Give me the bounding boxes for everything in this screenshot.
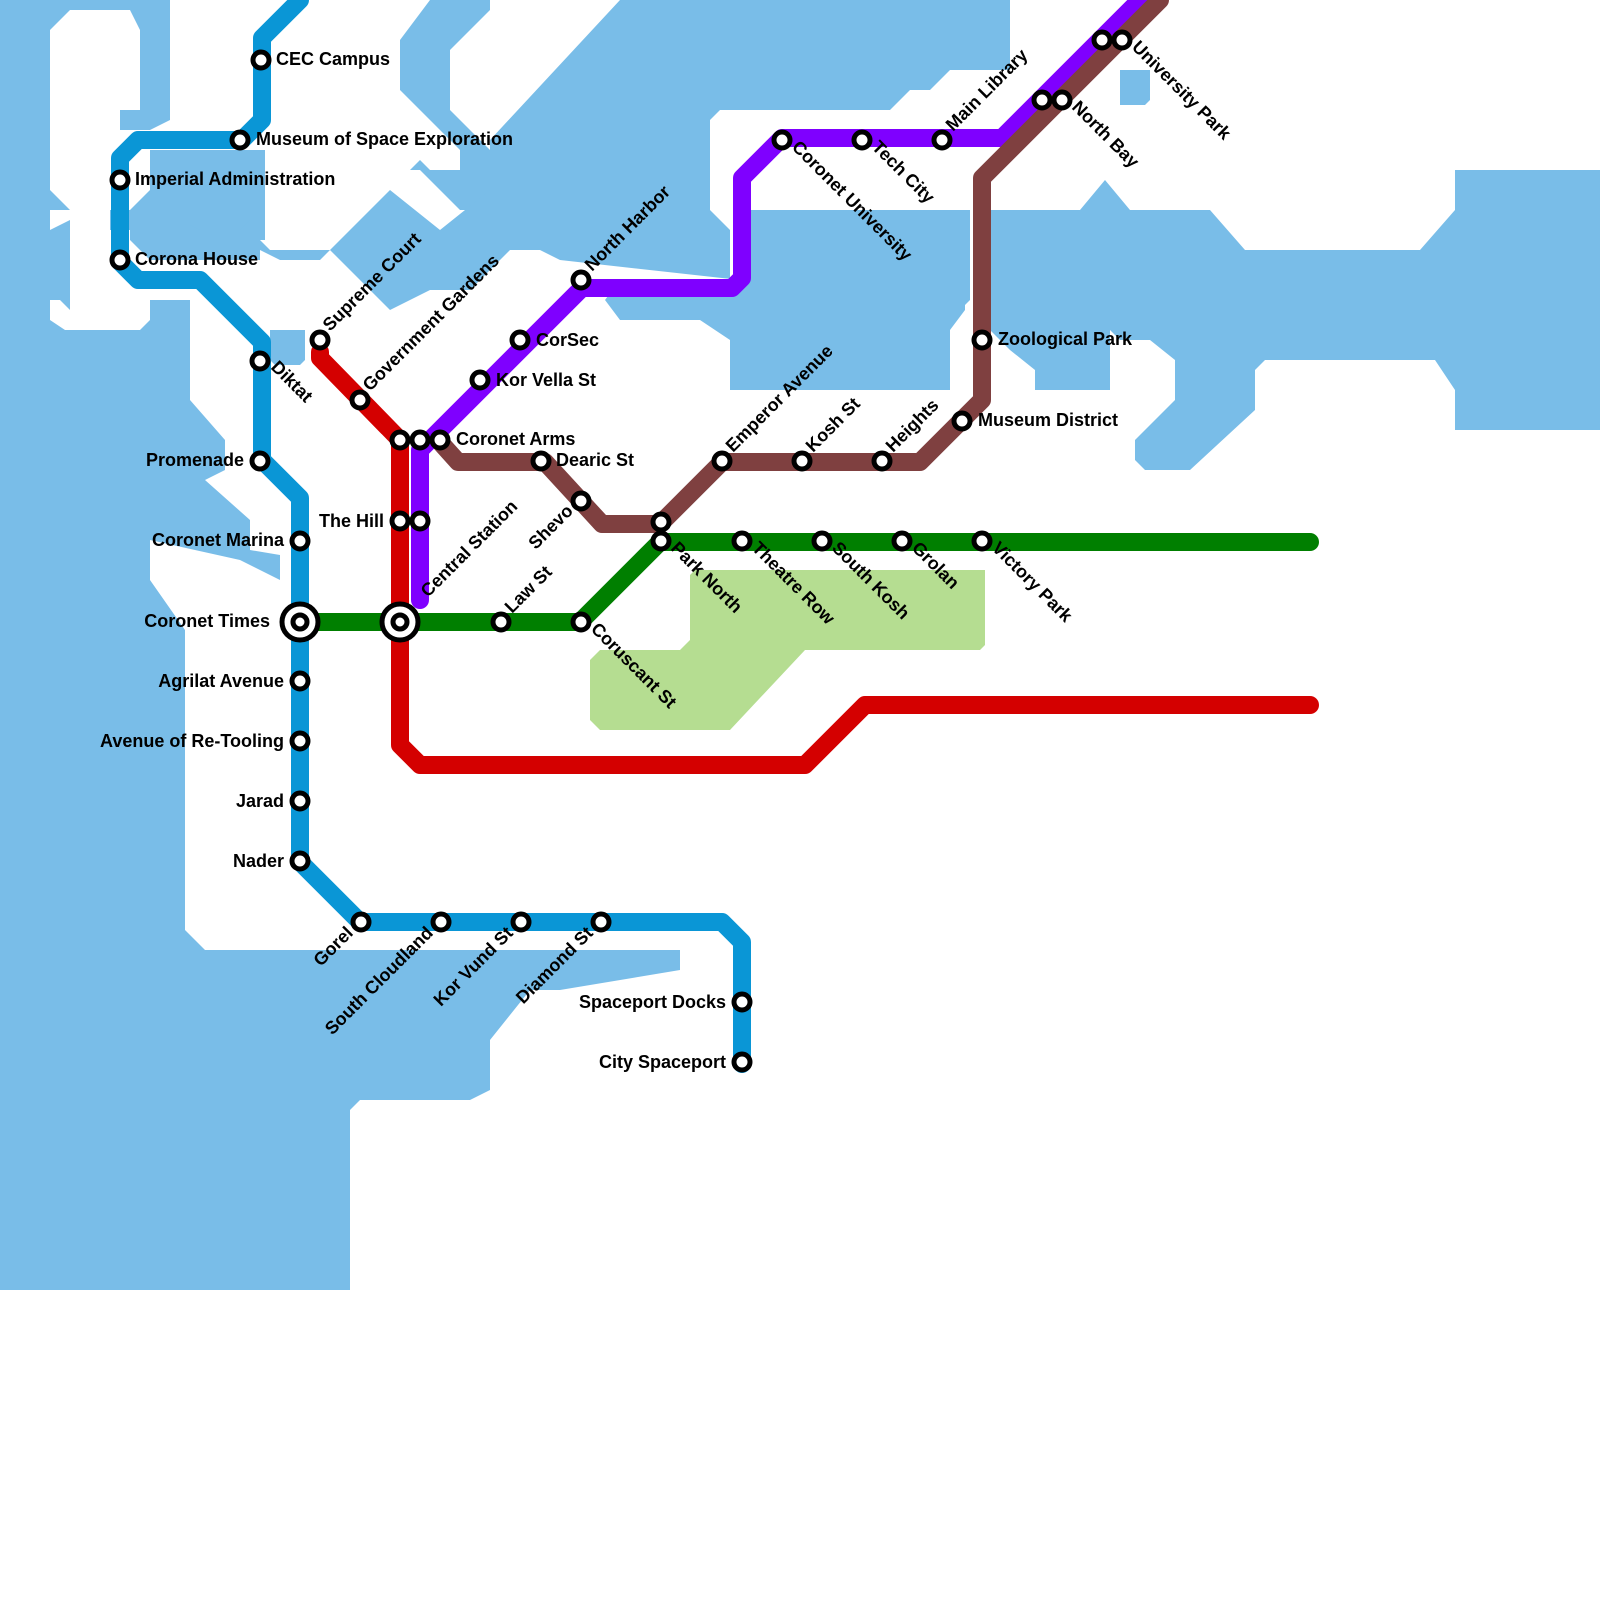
station-south-cloudland[interactable]	[430, 911, 452, 933]
line-purple	[411, 0, 1149, 609]
station-north-harbor[interactable]	[570, 269, 592, 291]
station-park-north-green[interactable]	[650, 530, 672, 552]
station-coronet-university[interactable]	[771, 129, 793, 151]
label-corsec: CorSec	[536, 330, 599, 350]
station-tech-city[interactable]	[851, 129, 873, 151]
station-central-station[interactable]	[379, 601, 421, 643]
station-shevo[interactable]	[570, 490, 592, 512]
station-emperor-avenue[interactable]	[711, 450, 733, 472]
station-victory-park[interactable]	[971, 530, 993, 552]
label-coronet-times: Coronet Times	[144, 611, 270, 631]
station-gorel[interactable]	[350, 911, 372, 933]
station-kor-vund-st[interactable]	[510, 911, 532, 933]
water-west-inlet-b	[130, 0, 500, 260]
station-corsec[interactable]	[509, 329, 531, 351]
station-coronet-times[interactable]	[279, 601, 321, 643]
station-museum-space[interactable]	[229, 129, 251, 151]
water-west-coast	[0, 0, 680, 1290]
station-coronet-arms-red[interactable]	[389, 429, 411, 451]
water-bodies	[0, 0, 1600, 1290]
label-promenade: Promenade	[146, 450, 244, 470]
label-agrilat-avenue: Agrilat Avenue	[158, 671, 284, 691]
label-kor-vella-st: Kor Vella St	[496, 370, 596, 390]
label-imperial-admin: Imperial Administration	[135, 169, 335, 189]
station-zoological-park[interactable]	[971, 329, 993, 351]
station-north-bay-purple[interactable]	[1031, 89, 1053, 111]
station-law-st[interactable]	[490, 611, 512, 633]
station-coronet-marina[interactable]	[289, 530, 311, 552]
station-kosh-st[interactable]	[791, 450, 813, 472]
line-red	[311, 343, 1319, 774]
station-kor-vella-st[interactable]	[469, 369, 491, 391]
label-coronet-arms: Coronet Arms	[456, 429, 575, 449]
line-brown	[431, 0, 1169, 533]
station-supreme-court[interactable]	[309, 329, 331, 351]
station-theatre-row[interactable]	[731, 530, 753, 552]
station-agrilat-avenue[interactable]	[289, 670, 311, 692]
station-avenue-retooling[interactable]	[289, 730, 311, 752]
water-east-channel	[990, 170, 1600, 470]
line-blue	[111, 0, 751, 1073]
station-the-hill-red[interactable]	[389, 510, 411, 532]
station-museum-district[interactable]	[951, 410, 973, 432]
water-imperial-pond	[150, 150, 265, 240]
station-south-kosh[interactable]	[811, 530, 833, 552]
station-government-gardens[interactable]	[349, 389, 371, 411]
station-diktat[interactable]	[249, 350, 271, 372]
station-dearic-st[interactable]	[530, 450, 552, 472]
label-museum-district: Museum District	[978, 410, 1118, 430]
station-university-park-purple[interactable]	[1091, 29, 1113, 51]
label-cec-campus: CEC Campus	[276, 49, 390, 69]
label-tech-city: Tech City	[868, 137, 938, 207]
label-spaceport-docks: Spaceport Docks	[579, 992, 726, 1012]
stations	[109, 29, 1133, 1073]
station-diamond-st[interactable]	[590, 911, 612, 933]
station-city-spaceport[interactable]	[731, 1051, 753, 1073]
water-central-bay	[735, 210, 965, 390]
label-museum-space: Museum of Space Exploration	[256, 129, 513, 149]
station-cec-campus[interactable]	[250, 49, 272, 71]
label-the-hill: The Hill	[319, 511, 384, 531]
station-park-north-brown[interactable]	[650, 511, 672, 533]
label-nader: Nader	[233, 851, 284, 871]
label-kosh-st: Kosh St	[802, 394, 864, 456]
park-area	[590, 570, 985, 730]
station-university-park-brown[interactable]	[1111, 29, 1133, 51]
label-avenue-retooling: Avenue of Re-Tooling	[100, 731, 284, 751]
label-dearic-st: Dearic St	[556, 450, 634, 470]
station-coronet-arms-purple[interactable]	[409, 429, 431, 451]
label-law-st: Law St	[501, 562, 556, 617]
station-the-hill-purple[interactable]	[409, 510, 431, 532]
lines	[111, 0, 1319, 1073]
station-coruscant-st[interactable]	[570, 611, 592, 633]
label-shevo: Shevo	[524, 501, 576, 553]
station-jarad[interactable]	[289, 790, 311, 812]
label-central-station: Central Station	[417, 496, 522, 601]
station-heights[interactable]	[871, 450, 893, 472]
station-corona-house[interactable]	[109, 249, 131, 271]
station-main-library[interactable]	[931, 129, 953, 151]
station-spaceport-docks[interactable]	[731, 991, 753, 1013]
label-corona-house: Corona House	[135, 249, 258, 269]
label-victory-park: Victory Park	[988, 538, 1077, 627]
label-zoological-park: Zoological Park	[998, 329, 1133, 349]
station-imperial-admin[interactable]	[109, 169, 131, 191]
label-north-bay: North Bay	[1068, 97, 1143, 172]
station-nader[interactable]	[289, 850, 311, 872]
label-coronet-marina: Coronet Marina	[152, 530, 285, 550]
station-north-bay-brown[interactable]	[1051, 89, 1073, 111]
station-coronet-arms-brown[interactable]	[429, 429, 451, 451]
label-jarad: Jarad	[236, 791, 284, 811]
station-grolan[interactable]	[891, 530, 913, 552]
station-promenade[interactable]	[249, 450, 271, 472]
water-diktat-pond	[270, 330, 305, 365]
label-city-spaceport: City Spaceport	[599, 1052, 726, 1072]
water-north-pond	[1120, 70, 1150, 105]
